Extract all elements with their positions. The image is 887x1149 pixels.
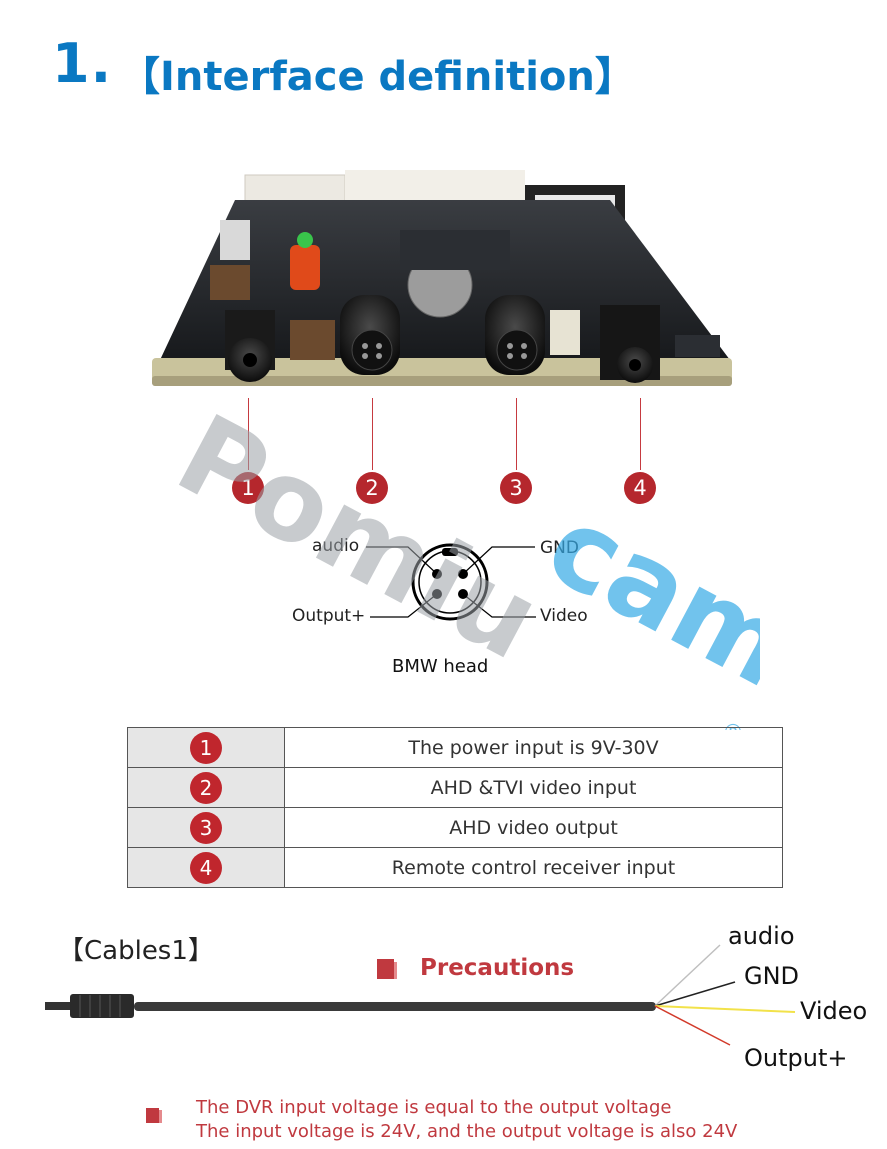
precautions-title: Precautions (420, 955, 575, 981)
pcb-board-image (152, 170, 732, 386)
table-cell-desc: Remote control receiver input (284, 847, 783, 888)
leader-line-4 (640, 398, 641, 470)
port-marker-1: 1 (232, 472, 264, 504)
wire-label-gnd: GND (744, 962, 800, 990)
table-marker: 1 (190, 731, 222, 764)
leader-line-3 (516, 398, 517, 470)
pin-label-video: Video (540, 606, 588, 626)
pin-label-output: Output+ (292, 606, 366, 626)
pin-label-audio: audio (312, 536, 360, 556)
pin-label-gnd: GND (540, 538, 579, 558)
book-icon (377, 959, 397, 979)
leader-line-1 (248, 398, 249, 470)
port-marker-2: 2 (356, 472, 388, 504)
page-title: 【Interface definition】 (120, 54, 635, 100)
table-row: 2 AHD &TVI video input (127, 767, 783, 808)
note-line-1: The DVR input voltage is equal to the ou… (196, 1097, 672, 1118)
connector-caption: BMW head (392, 656, 489, 677)
table-marker: 2 (190, 771, 222, 804)
cable-illustration (45, 944, 796, 1046)
wire-label-video: Video (800, 997, 868, 1025)
table-row: 4 Remote control receiver input (127, 847, 783, 888)
section-number: 1. (52, 32, 113, 95)
table-cell-desc: The power input is 9V-30V (284, 727, 783, 768)
table-marker: 3 (190, 811, 222, 844)
leader-line-2 (372, 398, 373, 470)
table-row: 3 AHD video output (127, 807, 783, 848)
port-marker-3: 3 (500, 472, 532, 504)
bullet-square-icon (146, 1108, 162, 1123)
table-row: 1 The power input is 9V-30V (127, 727, 783, 768)
table-cell-desc: AHD &TVI video input (284, 767, 783, 808)
cables-label: 【Cables1】 (58, 936, 214, 966)
table-cell-desc: AHD video output (284, 807, 783, 848)
table-marker: 4 (190, 851, 222, 884)
bmw-head-pin-diagram (366, 543, 536, 621)
wire-label-output: Output+ (744, 1044, 848, 1072)
port-marker-4: 4 (624, 472, 656, 504)
interface-table: 1 The power input is 9V-30V 2 AHD &TVI v… (127, 727, 783, 888)
note-line-2: The input voltage is 24V, and the output… (196, 1121, 738, 1142)
wire-label-audio: audio (728, 922, 795, 950)
